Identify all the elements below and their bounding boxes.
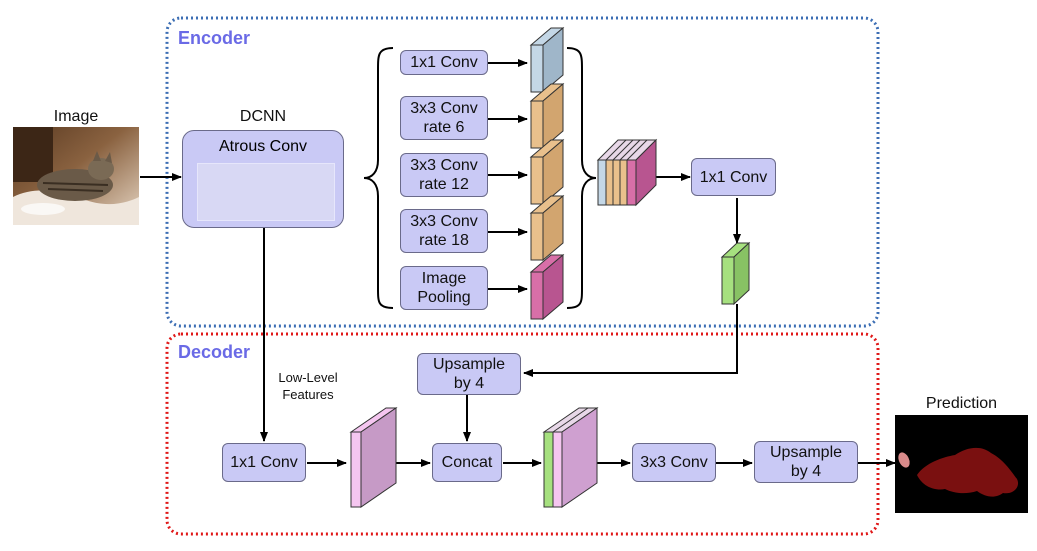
decoder-upsample-final: Upsample by 4 — [754, 441, 858, 483]
prediction-label: Prediction — [925, 395, 998, 412]
decoder-title: Decoder — [178, 342, 251, 362]
feature-map-rate6 — [529, 82, 565, 150]
encoder-conv-1x1: 1x1 Conv — [691, 158, 776, 196]
encoder-output-map — [720, 241, 751, 306]
aspp-conv-rate6: 3x3 Conv rate 6 — [400, 96, 488, 140]
aspp-conv-rate18: 3x3 Conv rate 18 — [400, 209, 488, 253]
feature-map-pooling — [529, 253, 565, 321]
arrow-encoder-to-upsample — [523, 304, 738, 377]
aspp-conv-rate12: 3x3 Conv rate 12 — [400, 153, 488, 197]
feature-map-1x1 — [529, 26, 565, 94]
decoder-low-level-map — [349, 407, 398, 508]
encoder-region — [165, 16, 880, 328]
aspp-conv-1x1: 1x1 Conv — [400, 50, 488, 75]
decoder-concat-stack — [542, 407, 599, 508]
aspp-image-pooling: Image Pooling — [400, 266, 488, 310]
feature-map-rate12 — [529, 138, 565, 206]
input-cat-image — [13, 127, 139, 225]
decoder-conv-1x1: 1x1 Conv — [222, 443, 306, 482]
input-image-label: Image — [53, 108, 99, 125]
atrous-conv-panel — [197, 163, 335, 221]
left-curly-brace — [363, 47, 394, 309]
aspp-concat-stack — [596, 138, 658, 207]
dcnn-label: DCNN — [239, 108, 287, 125]
dcnn-atrous-conv-block: Atrous Conv — [182, 130, 344, 228]
right-curly-brace — [566, 47, 597, 309]
decoder-conv-3x3: 3x3 Conv — [632, 443, 716, 482]
decoder-region — [165, 332, 880, 536]
atrous-conv-label: Atrous Conv — [218, 138, 308, 155]
encoder-title: Encoder — [178, 28, 251, 48]
decoder-upsample-top: Upsample by 4 — [417, 353, 521, 395]
feature-map-rate18 — [529, 194, 565, 262]
prediction-mask-image — [895, 415, 1028, 513]
low-level-features-label: Low-Level Features — [278, 370, 338, 402]
decoder-concat: Concat — [432, 443, 502, 482]
